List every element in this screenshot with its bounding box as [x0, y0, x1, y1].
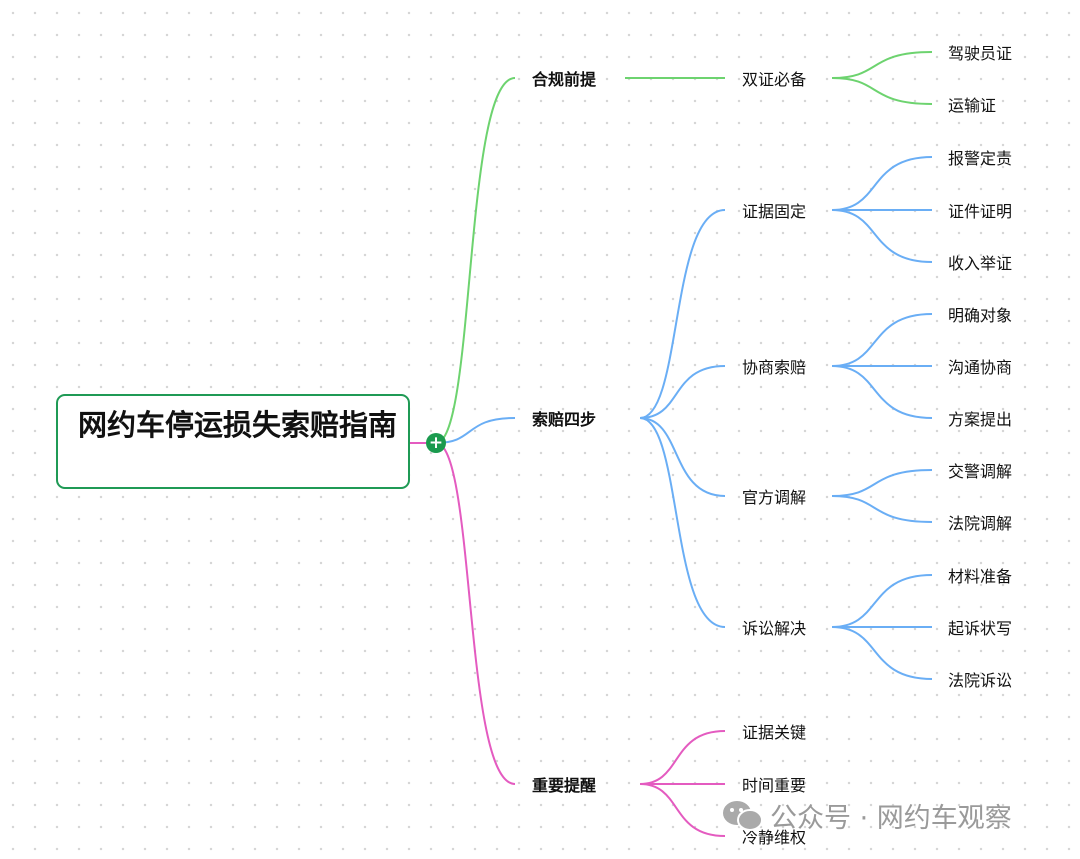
- branch-node[interactable]: 合规前提: [532, 70, 597, 89]
- leaf-node[interactable]: 方案提出: [948, 410, 1013, 429]
- leaf-link: [831, 209, 933, 263]
- branch-node[interactable]: 索赔四步: [532, 410, 597, 429]
- leaf-node[interactable]: 收入举证: [948, 254, 1013, 273]
- subbranch-node[interactable]: 官方调解: [742, 488, 807, 507]
- subbranch-node[interactable]: 证据关键: [742, 723, 807, 742]
- leaf-node[interactable]: 材料准备: [948, 567, 1013, 586]
- subbranch-link: [639, 417, 726, 628]
- watermark-text: 公众号 · 网约车观察: [770, 803, 1012, 834]
- leaf-node[interactable]: 起诉状写: [948, 619, 1013, 638]
- subbranch-link: [639, 209, 726, 419]
- leaf-link: [831, 469, 933, 497]
- leaf-link: [831, 365, 933, 419]
- root-title: 网约车停运损失索赔指南: [78, 408, 398, 442]
- watermark: 公众号 · 网约车观察: [722, 796, 1012, 835]
- subbranch-link: [639, 730, 726, 785]
- plus-icon[interactable]: +: [426, 433, 446, 453]
- subbranch-node[interactable]: 协商索赔: [742, 358, 807, 377]
- leaf-node[interactable]: 明确对象: [948, 306, 1013, 325]
- leaf-node[interactable]: 证件证明: [948, 202, 1013, 221]
- leaf-node[interactable]: 运输证: [948, 96, 997, 115]
- leaf-node[interactable]: 法院诉讼: [948, 671, 1013, 690]
- leaf-link: [831, 156, 933, 211]
- leaf-node[interactable]: 驾驶员证: [948, 44, 1013, 63]
- leaf-node[interactable]: 法院调解: [948, 514, 1013, 533]
- leaf-link: [831, 574, 933, 628]
- subbranch-link: [639, 783, 726, 837]
- leaf-node[interactable]: 报警定责: [948, 149, 1013, 168]
- leaf-link: [831, 626, 933, 680]
- wechat-icon: [722, 799, 764, 833]
- subbranch-node[interactable]: 时间重要: [742, 776, 807, 795]
- leaf-link: [831, 77, 933, 105]
- subbranch-node[interactable]: 双证必备: [742, 70, 807, 89]
- branch-node[interactable]: 重要提醒: [532, 776, 597, 795]
- subbranch-link: [639, 417, 726, 497]
- leaf-link: [831, 495, 933, 523]
- branch-link: [435, 442, 516, 785]
- subbranch-node[interactable]: 证据固定: [742, 202, 807, 221]
- root-node[interactable]: 网约车停运损失索赔指南: [56, 394, 410, 489]
- subbranch-node[interactable]: 冷静维权: [742, 828, 807, 847]
- branch-link: [435, 77, 516, 444]
- leaf-link: [831, 51, 933, 79]
- leaf-node[interactable]: 沟通协商: [948, 358, 1013, 377]
- subbranch-node[interactable]: 诉讼解决: [742, 619, 807, 638]
- leaf-node[interactable]: 交警调解: [948, 462, 1013, 481]
- branch-link: [435, 417, 516, 444]
- leaf-link: [831, 313, 933, 367]
- subbranch-link: [639, 365, 726, 419]
